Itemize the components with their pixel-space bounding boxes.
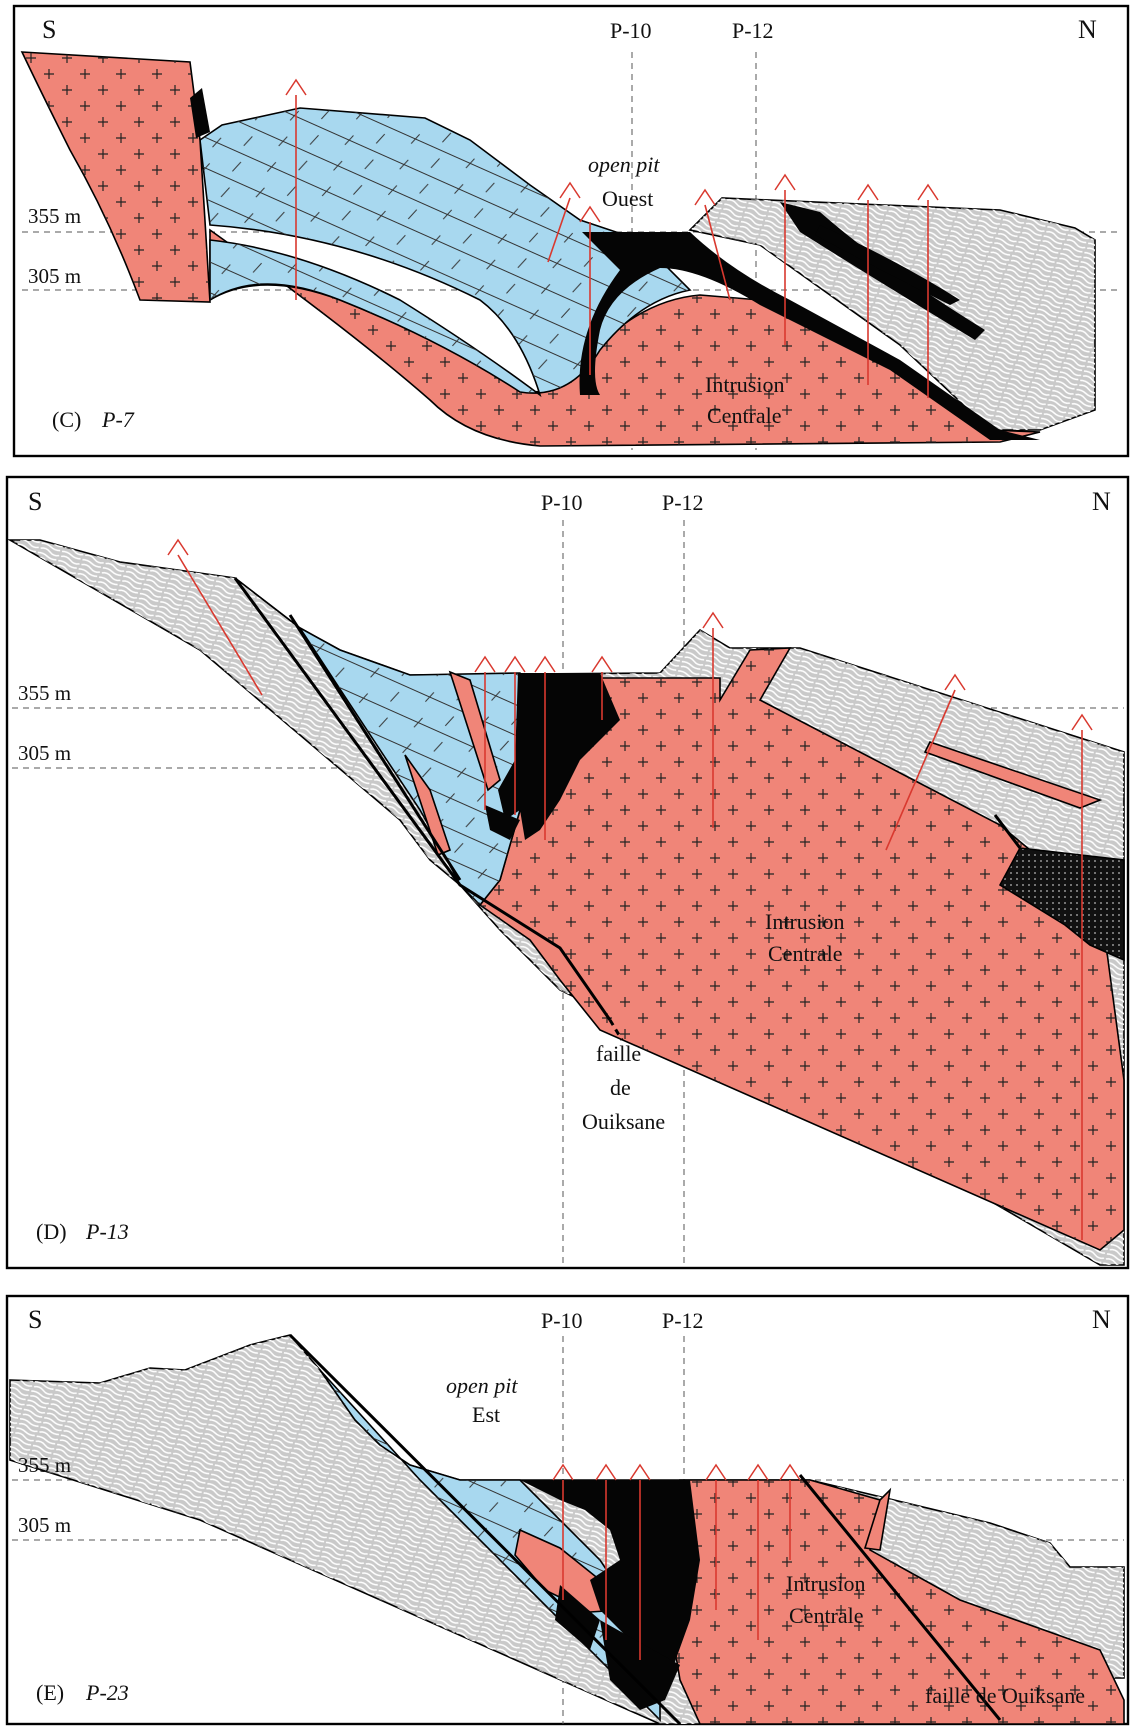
panel-letter-c: (C) xyxy=(52,407,81,432)
intrusion-label-c-1: Intrusion xyxy=(705,372,784,397)
ore-body xyxy=(498,673,620,840)
fault-label-d-3: Ouiksane xyxy=(582,1109,665,1134)
level-label-355-e: 355 m xyxy=(18,1453,71,1477)
pit-label-e-2: Est xyxy=(472,1402,500,1427)
ore-body xyxy=(520,1480,700,1700)
panel-d: S N P-10 P-12 355 m 305 m Intrusion Cent… xyxy=(5,475,1130,1270)
intrusion-label-d-2: Centrale xyxy=(768,941,843,966)
profile-label-p10-d: P-10 xyxy=(541,490,583,515)
level-label-355-d: 355 m xyxy=(18,681,71,705)
pit-label-c-1: open pit xyxy=(588,152,660,177)
level-label-305-e: 305 m xyxy=(18,1513,71,1537)
panel-c-frame xyxy=(12,4,1130,458)
profile-label-p12-e: P-12 xyxy=(662,1308,704,1333)
level-label-305-c: 305 m xyxy=(28,264,81,288)
direction-north-c: N xyxy=(1078,15,1097,44)
profile-label-p10-c: P-10 xyxy=(610,18,652,43)
direction-south-d: S xyxy=(28,487,42,516)
fault-label-d-1: faille xyxy=(596,1041,641,1066)
panel-id-c: P-7 xyxy=(101,407,135,432)
profile-label-p12-d: P-12 xyxy=(662,490,704,515)
drillholes-d xyxy=(167,538,1093,1240)
fault-label-d-2: de xyxy=(610,1075,631,1100)
faille-de-ouiksane-e xyxy=(798,1474,1002,1721)
drillholes-c xyxy=(285,78,939,398)
pit-label-c-2: Ouest xyxy=(602,186,653,211)
faille-de-ouiksane-d xyxy=(233,577,612,1021)
profile-label-p12-c: P-12 xyxy=(732,18,774,43)
intrusion-label-d-1: Intrusion xyxy=(765,909,844,934)
direction-north-d: N xyxy=(1092,487,1111,516)
ore-body xyxy=(579,232,1040,440)
panel-id-e: P-23 xyxy=(85,1680,129,1705)
intrusion-label-c-2: Centrale xyxy=(707,403,782,428)
panel-d-frame xyxy=(5,475,1130,1270)
direction-south-e: S xyxy=(28,1305,42,1334)
fault-label-e: faille de Ouiksane xyxy=(925,1683,1085,1708)
intrusion-label-e-1: Intrusion xyxy=(786,1571,865,1596)
dotted-unit xyxy=(998,847,1125,962)
profile-label-p10-e: P-10 xyxy=(541,1308,583,1333)
level-label-355-c: 355 m xyxy=(28,204,81,228)
panel-c: S N P-10 P-12 355 m 305 m open pit Ouest… xyxy=(12,4,1130,458)
drillholes-e xyxy=(552,1463,801,1660)
pit-label-e-1: open pit xyxy=(446,1373,518,1398)
direction-north-e: N xyxy=(1092,1305,1111,1334)
level-label-305-d: 305 m xyxy=(18,741,71,765)
panel-letter-e: (E) xyxy=(36,1680,64,1705)
direction-south-c: S xyxy=(42,15,56,44)
panel-letter-d: (D) xyxy=(36,1219,67,1244)
intrusion-label-e-2: Centrale xyxy=(789,1603,864,1628)
panel-id-d: P-13 xyxy=(85,1219,129,1244)
panel-e: S N P-10 P-12 355 m 305 m open pit Est I… xyxy=(5,1294,1130,1726)
panel-e-frame xyxy=(5,1294,1130,1726)
